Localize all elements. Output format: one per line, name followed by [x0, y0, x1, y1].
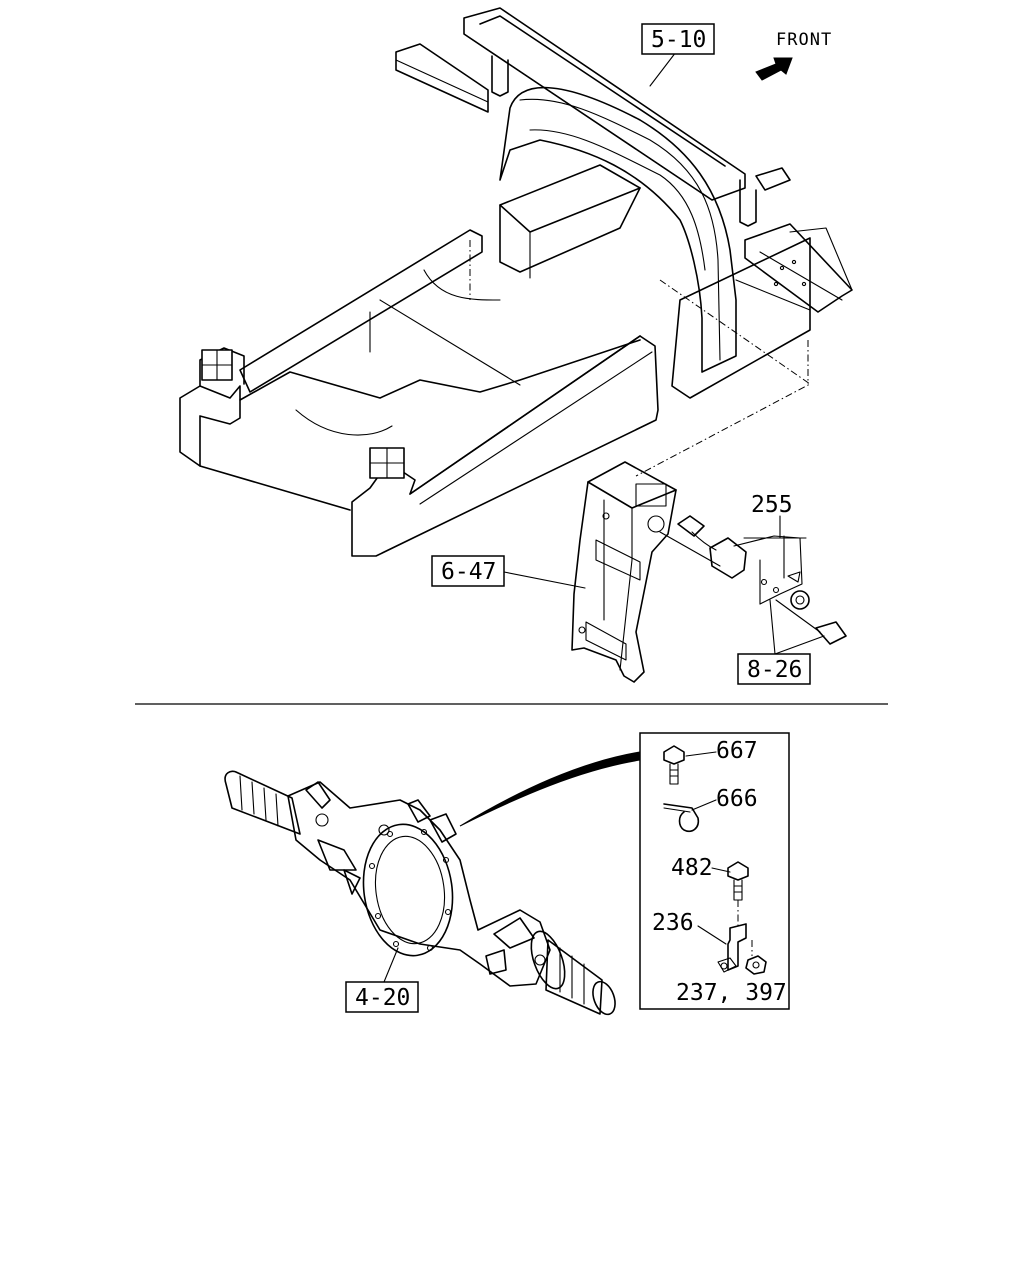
sensor-bracket-drawing — [571, 461, 677, 683]
part-label-666: 666 — [716, 786, 758, 812]
front-label: FRONT — [776, 30, 832, 50]
detail-panel — [459, 732, 790, 1010]
frame-crossmember-drawing — [179, 7, 853, 557]
part-label-nuts: 237, 397 — [676, 980, 787, 1006]
front-direction-indicator: FRONT — [755, 30, 832, 81]
front-arrow-icon — [755, 57, 793, 81]
ref-label-frame: 5-10 — [651, 27, 706, 53]
detail-frame — [639, 732, 790, 1010]
bolt-667-icon — [663, 745, 685, 785]
bracket-236-icon — [717, 923, 753, 973]
reference-labels: 5-10 6-47 8-26 4-20 — [345, 23, 811, 1013]
ref-label-bracket: 6-47 — [441, 559, 496, 585]
bolt-482-icon — [727, 861, 749, 926]
ref-box-bracket — [431, 555, 505, 587]
rear-axle-drawing — [224, 770, 616, 1016]
ref-box-frame — [641, 23, 715, 55]
ref-label-axle: 4-20 — [355, 985, 410, 1011]
callout-wedge — [459, 751, 641, 827]
ref-label-harness: 8-26 — [747, 657, 802, 683]
ref-box-harness — [737, 653, 811, 685]
part-label-482: 482 — [671, 855, 713, 881]
ref-box-axle — [345, 981, 419, 1013]
clip-666-icon — [663, 803, 700, 833]
part-label-236: 236 — [652, 910, 694, 936]
part-label-sensor: 255 — [751, 492, 793, 518]
sensor-assembly-drawing — [659, 515, 847, 645]
part-label-667: 667 — [716, 738, 758, 764]
part-number-labels: 255 667 666 482 236 237, 397 — [652, 492, 793, 1006]
upper-leader-lines — [503, 51, 825, 655]
nut-237-397-icon — [745, 955, 767, 975]
